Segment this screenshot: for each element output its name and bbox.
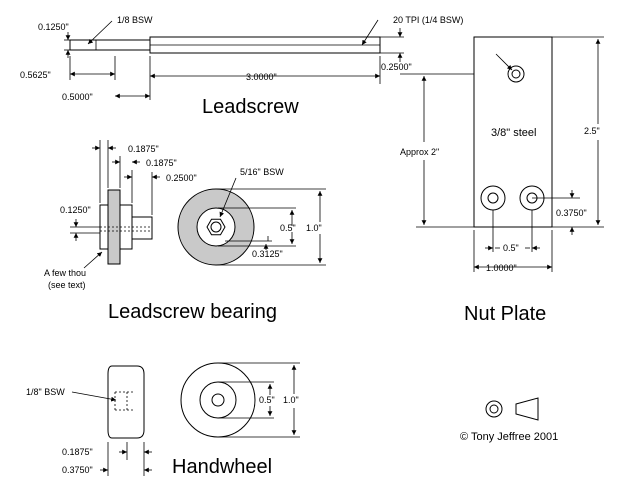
title-leadscrew-bearing: Leadscrew bearing [108, 301, 277, 323]
dim-bearing-10: 1.0" [306, 223, 322, 233]
label-few-thou-1: A few thou [44, 268, 86, 278]
handwheel-front-view [180, 362, 300, 438]
label-few-thou-2: (see text) [48, 280, 86, 290]
nut-sketch [485, 397, 539, 421]
label-thread-516: 5/16" BSW [240, 167, 284, 177]
leadscrew-drawing [64, 19, 404, 100]
label-thread-20tpi: 20 TPI (1/4 BSW) [393, 15, 463, 25]
dim-leadscrew-02500: 0.2500" [381, 62, 412, 72]
dim-bearing-01875-a: 0.1875" [128, 144, 159, 154]
label-thread-18bsw-hw: 1/8" BSW [26, 387, 65, 397]
dim-bearing-01875-b: 0.1875" [146, 158, 177, 168]
dim-03125: 0.3125" [252, 249, 283, 259]
handwheel-side-view [71, 365, 152, 476]
dim-handwheel-01875: 0.1875" [62, 447, 93, 457]
dim-leadscrew-0125: 0.1250" [38, 22, 69, 32]
label-thread-18bsw: 1/8 BSW [117, 15, 153, 25]
dim-handwheel-10: 1.0" [283, 395, 299, 405]
dim-05000: 0.5000" [62, 92, 93, 102]
bearing-side-view [70, 140, 160, 269]
dim-nutplate-05: 0.5" [503, 243, 519, 253]
title-nut-plate: Nut Plate [464, 303, 546, 325]
dim-bearing-0125: 0.1250" [60, 205, 91, 215]
dim-nutplate-03750: 0.3750" [556, 208, 587, 218]
dim-handwheel-03750: 0.3750" [62, 465, 93, 475]
copyright-text: © Tony Jeffree 2001 [460, 431, 558, 443]
label-steel: 3/8" steel [491, 127, 537, 139]
title-leadscrew: Leadscrew [202, 96, 299, 118]
nut-plate-drawing [400, 36, 604, 272]
dim-handwheel-05: 0.5" [259, 395, 275, 405]
dim-30000: 3.0000" [246, 72, 277, 82]
dim-approx2: Approx 2" [400, 147, 439, 157]
dim-10000: 1.0000" [486, 263, 517, 273]
title-handwheel: Handwheel [172, 456, 272, 478]
dim-bearing-05: 0.5" [280, 223, 296, 233]
dim-bearing-02500: 0.2500" [166, 173, 197, 183]
dim-05625: 0.5625" [20, 70, 51, 80]
bearing-front-view [177, 177, 326, 266]
dim-25: 2.5" [584, 126, 600, 136]
